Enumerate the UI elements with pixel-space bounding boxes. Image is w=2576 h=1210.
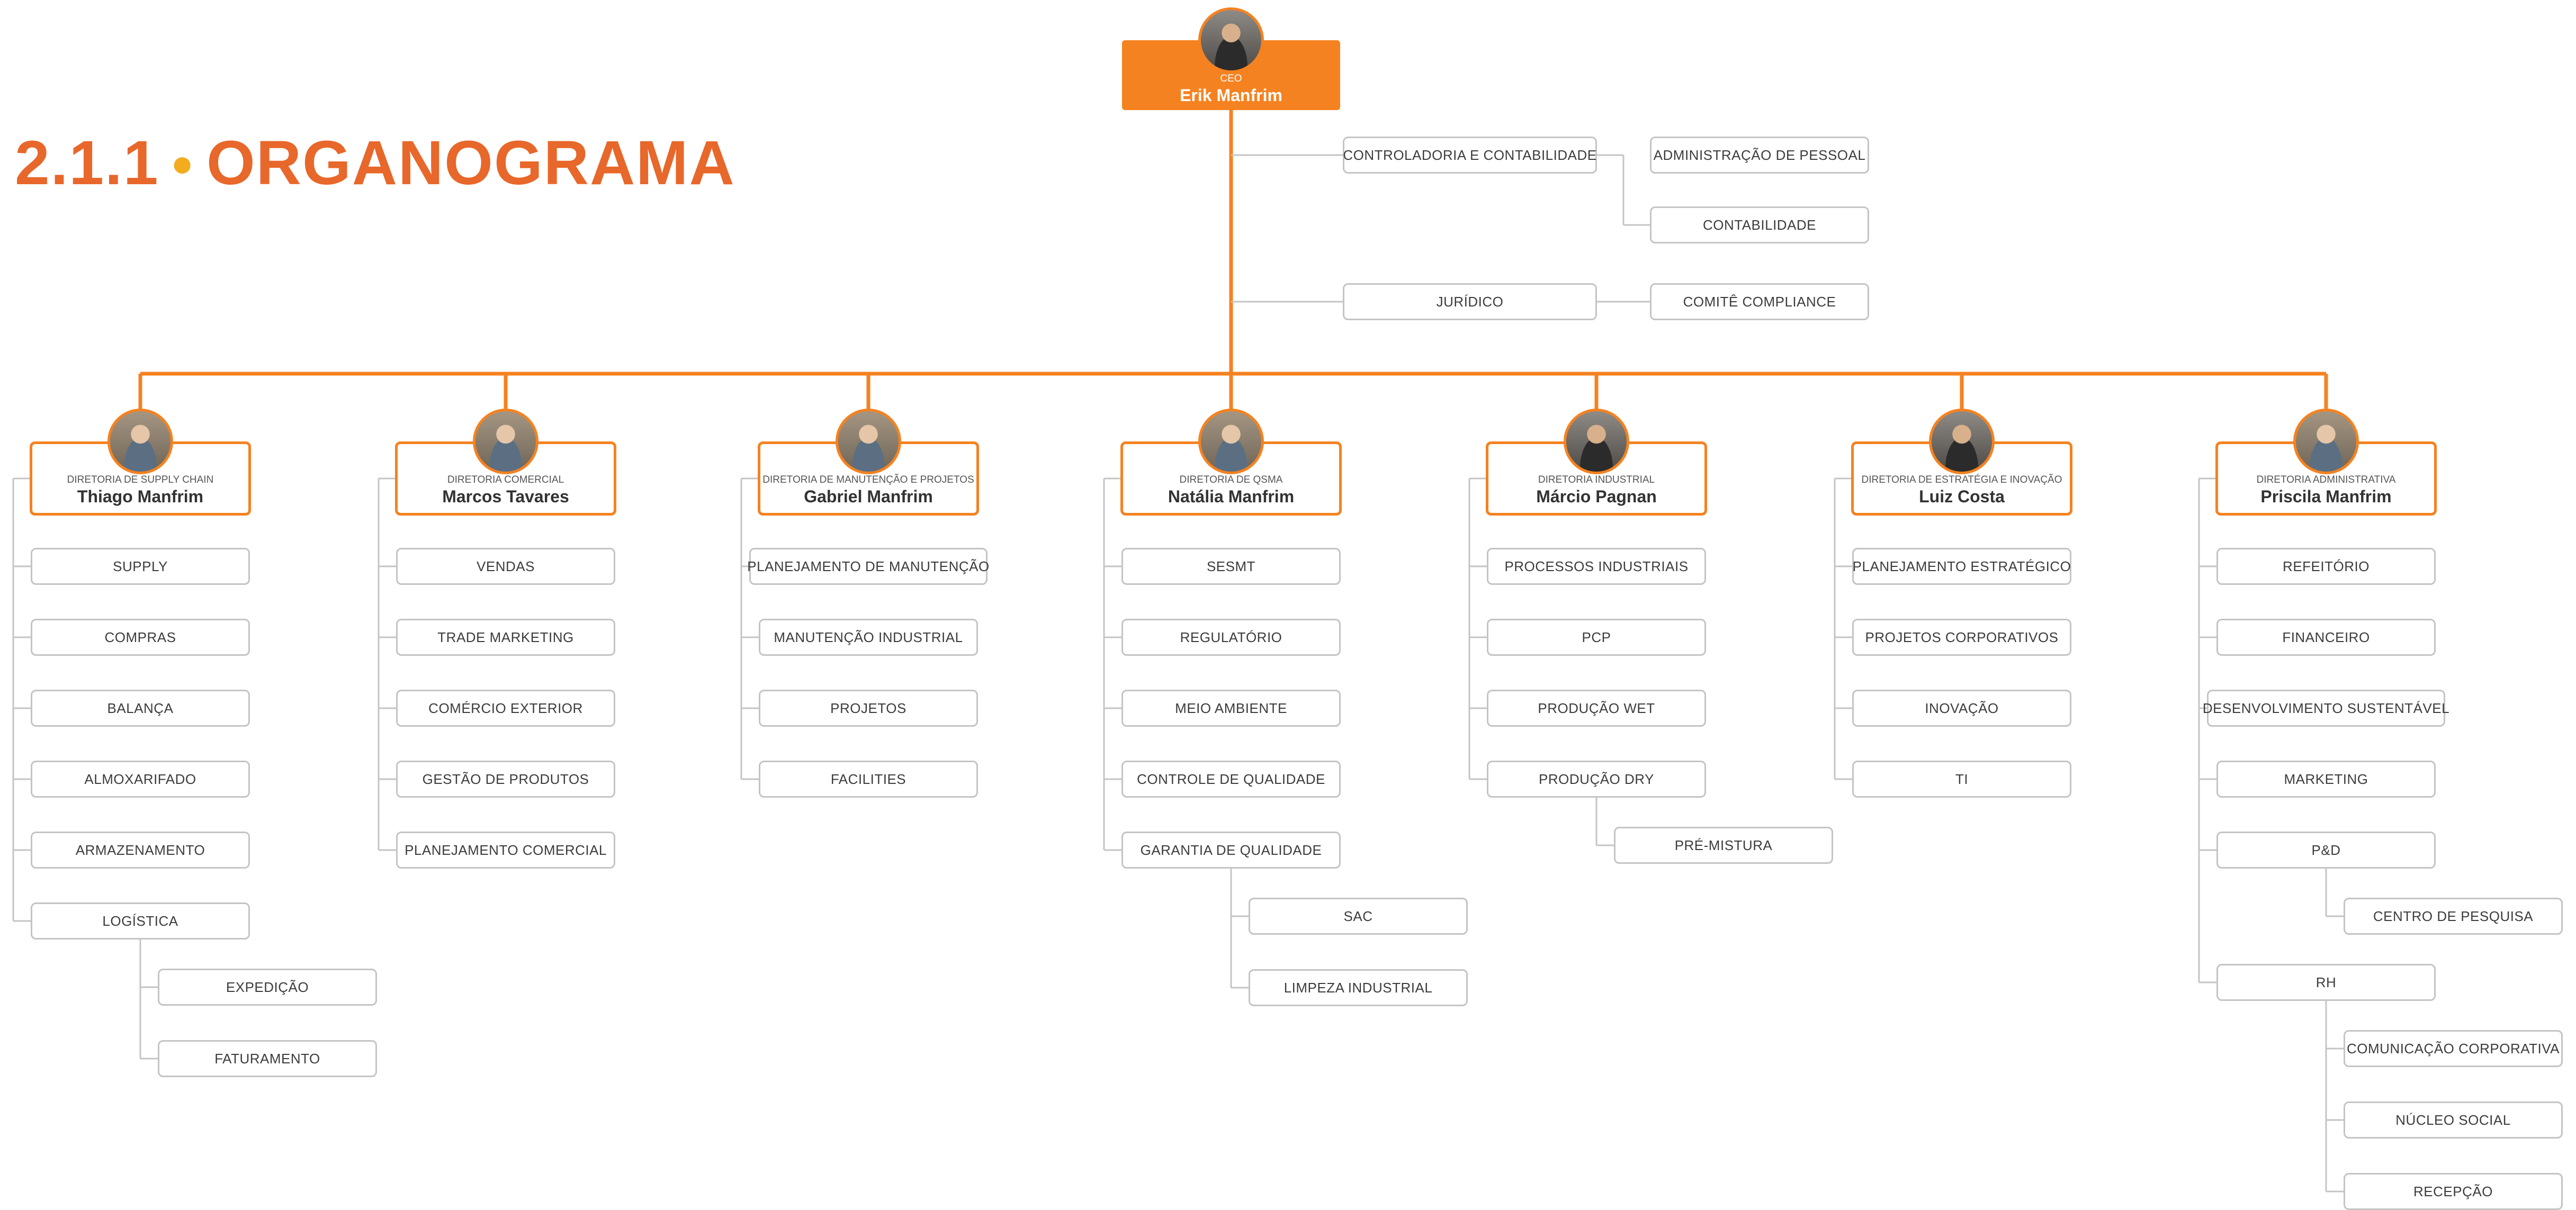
directorate-gabriel-manfrim-unit-planejamento-de-manutencao: PLANEJAMENTO DE MANUTENÇÃO: [747, 548, 989, 585]
directorate-marcos-tavares-unit-vendas: VENDAS: [396, 548, 615, 585]
directorate-gabriel-manfrim-unit-facilities: FACILITIES: [759, 761, 978, 798]
directorate-natalia-manfrim-subunit-limpeza-industrial: LIMPEZA INDUSTRIAL: [1249, 969, 1468, 1006]
directorate-marcio-pagnan-unit-pcp: PCP: [1487, 619, 1706, 656]
directorate-thiago-manfrim-person-name: Thiago Manfrim: [77, 486, 204, 506]
directorate-natalia-manfrim-unit-sesmt: SESMT: [1121, 548, 1341, 585]
directorate-marcio-pagnan-unit-processos-industriais: PROCESSOS INDUSTRIAIS: [1487, 548, 1706, 585]
directorate-priscila-manfrim-unit-p-d: P&D: [2216, 832, 2436, 869]
directorate-marcos-tavares-avatar: [473, 409, 538, 474]
directorate-priscila-manfrim-title: DIRETORIA ADMINISTRATIVA: [2256, 474, 2396, 485]
directorate-marcos-tavares-unit-comercio-exterior: COMÉRCIO EXTERIOR: [396, 690, 615, 727]
directorate-natalia-manfrim-person-name: Natália Manfrim: [1168, 486, 1295, 506]
directorate-gabriel-manfrim-avatar: [836, 409, 901, 474]
directorate-thiago-manfrim-unit-balanca: BALANÇA: [31, 690, 250, 727]
directorate-priscila-manfrim-unit-rh: RH: [2216, 964, 2436, 1001]
directorate-thiago-manfrim-unit-logistica: LOGÍSTICA: [31, 902, 250, 940]
directorate-priscila-manfrim-unit-desenvolvimento-sustentavel: DESENVOLVIMENTO SUSTENTÁVEL: [2203, 690, 2449, 727]
directorate-thiago-manfrim-subunit-expedicao: EXPEDIÇÃO: [158, 969, 377, 1006]
staff-subunit-contabilidade: CONTABILIDADE: [1650, 206, 1869, 243]
directorate-gabriel-manfrim-unit-manutencao-industrial: MANUTENÇÃO INDUSTRIAL: [759, 619, 978, 656]
section-title: ORGANOGRAMA: [206, 128, 735, 198]
directorate-marcio-pagnan-unit-producao-wet: PRODUÇÃO WET: [1487, 690, 1706, 727]
directorate-luiz-costa-avatar: [1929, 409, 1995, 474]
directorate-priscila-manfrim-person-name: Priscila Manfrim: [2260, 486, 2392, 506]
directorate-priscila-manfrim-subunit-comunicacao-corporativa: COMUNICAÇÃO CORPORATIVA: [2344, 1030, 2563, 1067]
directorate-thiago-manfrim-unit-compras: COMPRAS: [31, 619, 250, 656]
directorate-priscila-manfrim-subunit-recepcao: RECEPÇÃO: [2344, 1173, 2563, 1210]
directorate-priscila-manfrim-subunit-nucleo-social: NÚCLEO SOCIAL: [2344, 1101, 2563, 1139]
title-bullet-icon: ●: [170, 142, 195, 185]
directorate-priscila-manfrim-unit-marketing: MARKETING: [2216, 761, 2436, 798]
directorate-thiago-manfrim-unit-almoxarifado: ALMOXARIFADO: [31, 761, 250, 798]
directorate-luiz-costa-unit-planejamento-estrategico: PLANEJAMENTO ESTRATÉGICO: [1852, 548, 2071, 585]
directorate-natalia-manfrim-title: DIRETORIA DE QSMA: [1179, 474, 1283, 485]
ceo-box-title: CEO: [1220, 73, 1242, 84]
directorate-marcos-tavares-unit-gestao-de-produtos: GESTÃO DE PRODUTOS: [396, 761, 615, 798]
directorate-natalia-manfrim-avatar: [1198, 409, 1264, 474]
directorate-priscila-manfrim-unit-refeitorio: REFEITÓRIO: [2216, 548, 2436, 585]
directorate-marcio-pagnan-subunit-pre-mistura: PRÉ-MISTURA: [1614, 827, 1833, 864]
directorate-natalia-manfrim-unit-meio-ambiente: MEIO AMBIENTE: [1121, 690, 1341, 727]
page-title: 2.1.1 ● ORGANOGRAMA: [15, 127, 735, 199]
directorate-thiago-manfrim-unit-supply: SUPPLY: [31, 548, 250, 585]
directorate-natalia-manfrim-subunit-sac: SAC: [1249, 898, 1468, 935]
directorate-marcio-pagnan-unit-producao-dry: PRODUÇÃO DRY: [1487, 761, 1706, 798]
directorate-natalia-manfrim-unit-garantia-de-qualidade: GARANTIA DE QUALIDADE: [1121, 832, 1341, 869]
directorate-thiago-manfrim-subunit-faturamento: FATURAMENTO: [158, 1040, 377, 1077]
directorate-thiago-manfrim-avatar: [107, 409, 173, 474]
directorate-gabriel-manfrim-unit-projetos: PROJETOS: [759, 690, 978, 727]
section-number: 2.1.1: [15, 128, 159, 198]
directorate-natalia-manfrim-unit-regulatorio: REGULATÓRIO: [1121, 619, 1341, 656]
staff-subunit-administracao-de-pessoal: ADMINISTRAÇÃO DE PESSOAL: [1650, 137, 1869, 174]
directorate-marcos-tavares-title: DIRETORIA COMERCIAL: [447, 474, 564, 485]
directorate-priscila-manfrim-subunit-centro-de-pesquisa: CENTRO DE PESQUISA: [2344, 898, 2563, 935]
directorate-luiz-costa-unit-ti: TI: [1852, 761, 2071, 798]
staff-unit-controladoria-e-contabilidade: CONTROLADORIA E CONTABILIDADE: [1343, 137, 1597, 174]
directorate-gabriel-manfrim-title: DIRETORIA DE MANUTENÇÃO E PROJETOS: [762, 474, 974, 485]
directorate-natalia-manfrim-unit-controle-de-qualidade: CONTROLE DE QUALIDADE: [1121, 761, 1341, 798]
ceo-box-person-name: Erik Manfrim: [1180, 85, 1282, 105]
staff-unit-juridico: JURÍDICO: [1343, 283, 1597, 320]
directorate-priscila-manfrim-avatar: [2293, 409, 2359, 474]
directorate-thiago-manfrim-unit-armazenamento: ARMAZENAMENTO: [31, 832, 250, 869]
directorate-marcos-tavares-unit-planejamento-comercial: PLANEJAMENTO COMERCIAL: [396, 832, 615, 869]
directorate-gabriel-manfrim-person-name: Gabriel Manfrim: [804, 486, 933, 506]
directorate-marcio-pagnan-avatar: [1564, 409, 1629, 474]
directorate-thiago-manfrim-title: DIRETORIA DE SUPPLY CHAIN: [67, 474, 214, 485]
directorate-marcos-tavares-person-name: Marcos Tavares: [442, 486, 569, 506]
staff-subunit-comite-compliance: COMITÊ COMPLIANCE: [1650, 283, 1869, 320]
directorate-luiz-costa-person-name: Luiz Costa: [1919, 486, 2005, 506]
ceo-box-avatar: [1198, 7, 1264, 73]
directorate-marcio-pagnan-title: DIRETORIA INDUSTRIAL: [1538, 474, 1655, 485]
directorate-marcio-pagnan-person-name: Márcio Pagnan: [1536, 486, 1657, 506]
directorate-priscila-manfrim-unit-financeiro: FINANCEIRO: [2216, 619, 2436, 656]
directorate-luiz-costa-unit-inovacao: INOVAÇÃO: [1852, 690, 2071, 727]
directorate-luiz-costa-title: DIRETORIA DE ESTRATÉGIA E INOVAÇÃO: [1861, 474, 2062, 485]
directorate-luiz-costa-unit-projetos-corporativos: PROJETOS CORPORATIVOS: [1852, 619, 2071, 656]
directorate-marcos-tavares-unit-trade-marketing: TRADE MARKETING: [396, 619, 615, 656]
